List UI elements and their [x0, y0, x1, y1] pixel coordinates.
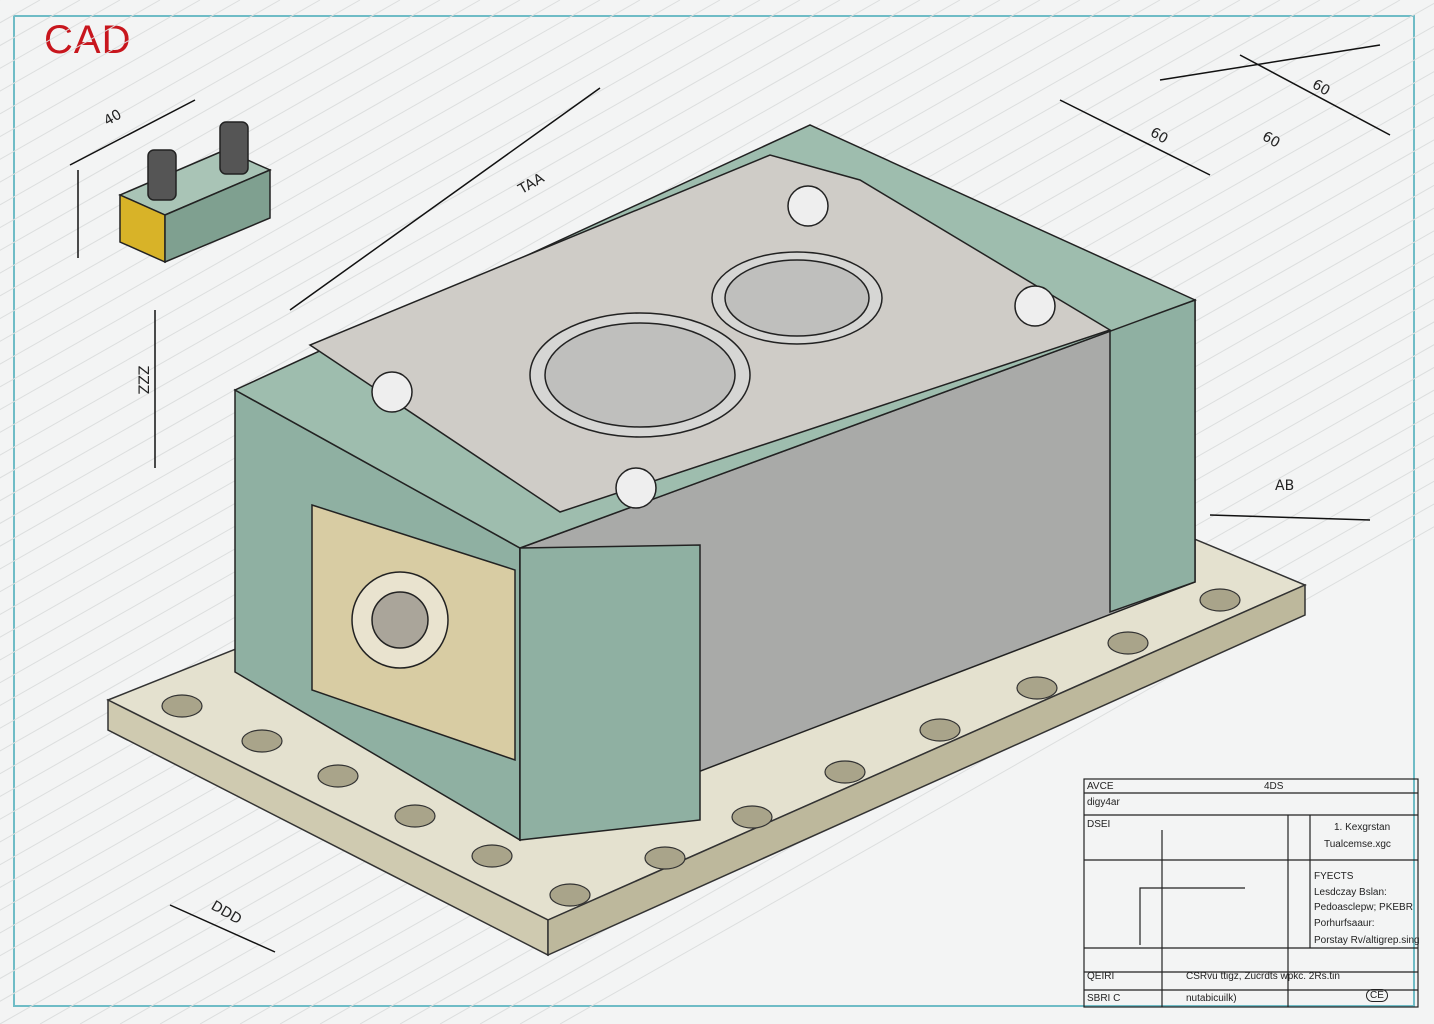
grid-line: [0, 0, 641, 365]
tb-bottom-1-left: QEIRI: [1087, 971, 1115, 982]
mounting-hole: [1107, 631, 1149, 655]
grid-line: [559, 526, 1434, 1024]
grid-line: [0, 0, 241, 138]
tb-r1-left: AVCE: [1087, 781, 1114, 792]
mounting-hole: [471, 844, 513, 868]
mounting-hole: [919, 718, 961, 742]
grid-line: [0, 0, 721, 411]
grid-line: [0, 0, 761, 433]
grid-line: [0, 0, 161, 92]
small-part: [118, 121, 272, 264]
main-block: [233, 124, 1197, 842]
tb-bottom-2-left: SBRI C: [1087, 993, 1121, 1004]
grid-line: [519, 503, 1434, 1024]
base-holes: [161, 588, 1241, 907]
title-block-lines: [1083, 778, 1419, 1008]
mounting-hole: [549, 883, 591, 907]
mounting-hole: [161, 694, 203, 718]
tb-stamp: CE: [1366, 989, 1388, 1002]
title-block: AVCE 4DS digy4ar DSEI 1. Kexgrstan Tualc…: [1084, 779, 1420, 1007]
grid-line: [0, 0, 681, 388]
tb-right-3: FYECTS: [1314, 871, 1354, 882]
grid-line: [0, 0, 601, 342]
grid-line: [0, 0, 401, 229]
tb-right-1: 1. Kexgrstan: [1334, 822, 1391, 833]
tb-r2-left: digy4ar: [1087, 797, 1120, 808]
tb-right-4: Lesdczay Bslan:: [1314, 887, 1387, 898]
mounting-hole: [317, 764, 359, 788]
grid-line: [0, 0, 441, 251]
tb-bottom-1-mid: CSRvu ttigz, Zucrdts wpkc. 2Rs.tin: [1186, 971, 1340, 982]
mounting-hole: [394, 804, 436, 828]
dim-side-detail: AB: [1275, 478, 1295, 494]
tb-right-2: Tualcemse.xgc: [1324, 839, 1391, 850]
tb-r1-mid: 4DS: [1264, 781, 1284, 792]
grid-line: [0, 0, 921, 524]
tb-bottom-2-mid: nutabicuilk): [1186, 993, 1237, 1004]
tb-r3-left: DSEI: [1087, 819, 1111, 830]
grid-line: [0, 0, 961, 547]
dimension-lines: [69, 44, 1391, 953]
grid-line: [0, 0, 361, 206]
grid-line: [0, 0, 1001, 570]
grid-line: [0, 0, 881, 502]
grid-line: [479, 480, 1434, 1024]
mounting-hole: [644, 846, 686, 870]
tb-right-6: Porhurfsaaur:: [1314, 918, 1375, 929]
dim-height: ZZZ: [134, 365, 151, 395]
grid-line: [0, 0, 841, 479]
tb-right-5: Pedoasclepw; PKEBR: [1314, 902, 1413, 913]
grid-line: [0, 0, 801, 456]
drawing-frame: [13, 15, 1415, 1007]
mounting-hole: [1016, 676, 1058, 700]
mounting-hole: [1199, 588, 1241, 612]
tb-right-7: Porstay Rv/altigrep.sing: [1314, 935, 1420, 946]
mounting-hole: [241, 729, 283, 753]
grid-line: [0, 0, 321, 183]
mounting-hole: [824, 760, 866, 784]
grid-line: [0, 0, 81, 47]
mounting-hole: [731, 805, 773, 829]
